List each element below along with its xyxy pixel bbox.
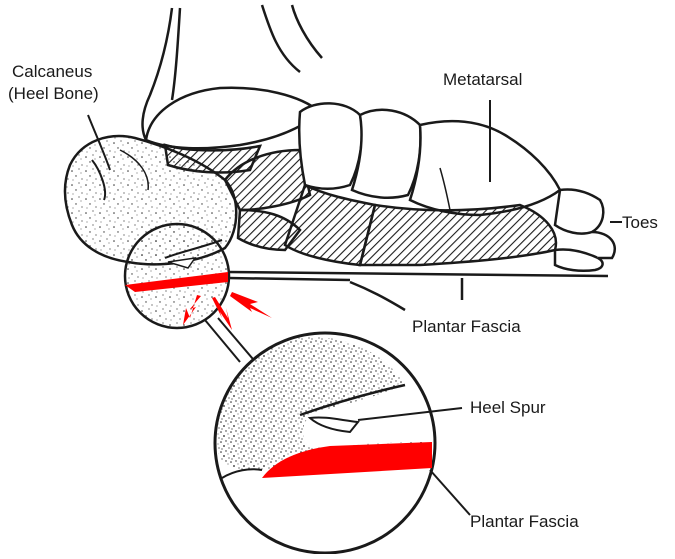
heel-inset-circle <box>125 224 229 328</box>
calcaneus-sublabel: (Heel Bone) <box>8 84 99 104</box>
inset-connector <box>205 318 258 365</box>
plantar-fascia-label-bottom: Plantar Fascia <box>470 512 579 532</box>
heel-spur-inset-circle <box>215 333 435 553</box>
metatarsal-label: Metatarsal <box>443 70 522 90</box>
calcaneus-label: Calcaneus <box>12 62 92 82</box>
toe-bones <box>555 189 615 270</box>
heel-spur-label: Heel Spur <box>470 398 546 418</box>
plantar-fascia-band <box>228 272 608 310</box>
plantar-fascia-label-top: Plantar Fascia <box>412 317 521 337</box>
toes-label: Toes <box>622 213 658 233</box>
